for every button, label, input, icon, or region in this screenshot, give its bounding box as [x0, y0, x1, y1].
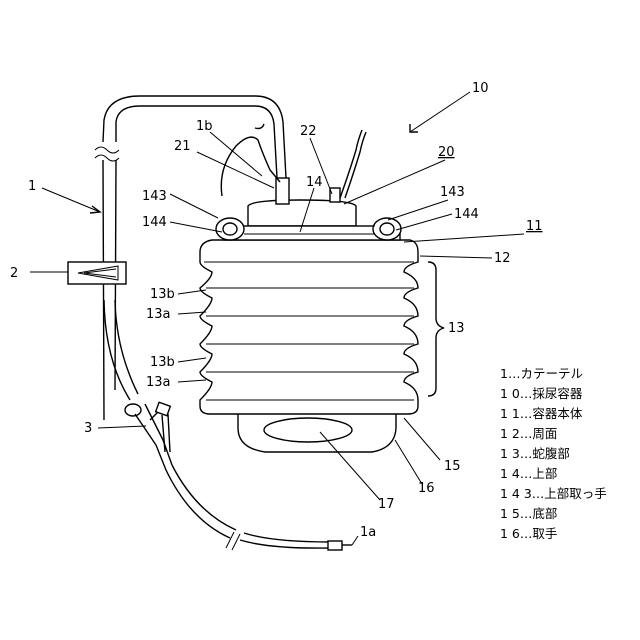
label-1: 1	[28, 179, 36, 194]
legend-item: 1 1…容器本体	[500, 406, 583, 421]
label-144-left: 144	[142, 215, 167, 230]
label-10: 10	[472, 81, 489, 96]
legend-item: 1 5…底部	[500, 506, 557, 521]
legend-item: 1 4…上部	[500, 466, 557, 481]
label-1a: 1a	[360, 525, 376, 540]
label-13a-lower: 13a	[146, 375, 171, 390]
label-12: 12	[494, 251, 511, 266]
legend-item: 1…カテーテル	[500, 366, 583, 381]
label-1b: 1b	[196, 119, 213, 134]
label-13: 13	[448, 321, 465, 336]
clamp	[68, 262, 126, 284]
label-21: 21	[174, 139, 191, 154]
label-22: 22	[300, 124, 317, 139]
label-143-left: 143	[142, 189, 167, 204]
label-144-right: 144	[454, 207, 479, 222]
label-15: 15	[444, 459, 461, 474]
catheter-lower-tube	[166, 465, 352, 550]
label-11: 11	[526, 219, 543, 234]
label-17: 17	[378, 497, 395, 512]
label-13b-lower: 13b	[150, 355, 175, 370]
label-3: 3	[84, 421, 92, 436]
legend-item: 1 4 3…上部取っ手	[500, 486, 607, 501]
label-13b-upper: 13b	[150, 287, 175, 302]
label-2: 2	[10, 266, 18, 281]
label-143-right: 143	[440, 185, 465, 200]
connector	[125, 402, 172, 470]
label-14: 14	[306, 175, 323, 190]
container	[200, 124, 418, 452]
bellows-bracket	[428, 262, 444, 396]
label-20: 20	[438, 145, 455, 160]
legend-item: 1 3…蛇腹部	[500, 446, 570, 461]
legend-item: 1 2…周面	[500, 426, 557, 441]
legend: 1…カテーテル 1 0…採尿容器 1 1…容器本体 1 2…周面 1 3…蛇腹部…	[500, 366, 607, 541]
label-16: 16	[418, 481, 435, 496]
legend-item: 1 0…採尿容器	[500, 386, 583, 401]
label-13a-upper: 13a	[146, 307, 171, 322]
legend-item: 1 6…取手	[500, 526, 557, 541]
